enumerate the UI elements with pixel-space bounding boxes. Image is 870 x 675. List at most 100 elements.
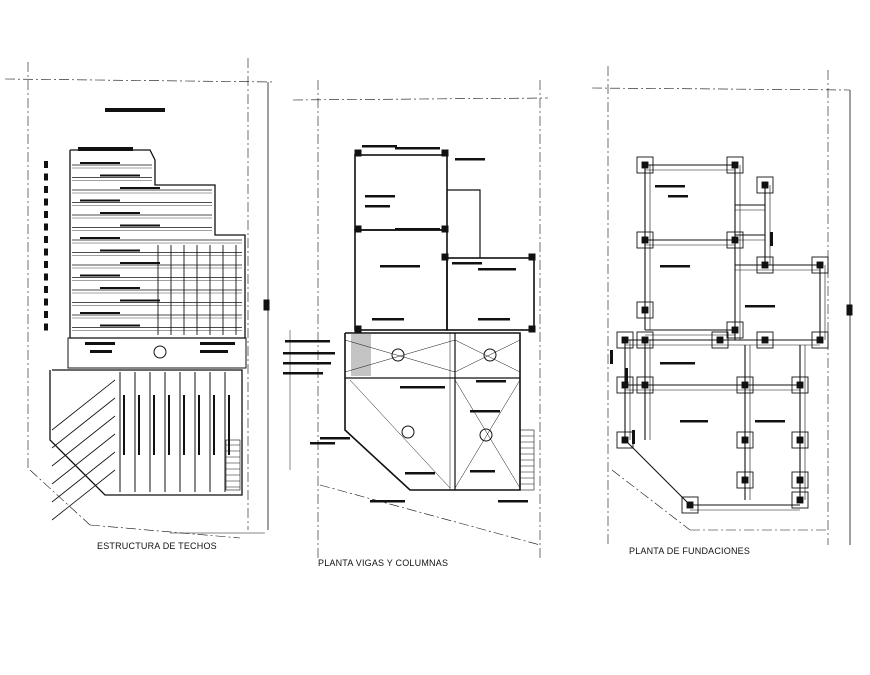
annotation-mark bbox=[755, 420, 785, 423]
joist-label-mark bbox=[44, 286, 48, 293]
joist-text-mark bbox=[100, 174, 140, 177]
annotation-mark bbox=[370, 500, 405, 503]
annotation-mark bbox=[610, 350, 613, 364]
column-footing bbox=[726, 321, 744, 339]
column-pedestal bbox=[761, 336, 769, 344]
annotation-mark bbox=[452, 262, 482, 265]
column-footing bbox=[636, 331, 654, 349]
column-footing bbox=[616, 331, 634, 349]
annotation-mark bbox=[478, 268, 516, 271]
annotation-mark bbox=[455, 158, 485, 161]
diagonal-joist bbox=[51, 415, 116, 467]
annotation-mark bbox=[283, 372, 323, 375]
joist-label-mark bbox=[44, 298, 48, 306]
column-pedestal bbox=[761, 261, 769, 269]
column-pedestal bbox=[716, 336, 724, 344]
column-footing bbox=[756, 176, 774, 194]
annotation-mark bbox=[380, 265, 420, 268]
annotation-mark bbox=[395, 147, 440, 150]
diagonal-joist bbox=[51, 379, 116, 431]
panel-title-beams-columns: PLANTA VIGAS Y COLUMNAS bbox=[318, 558, 449, 568]
joist-label-mark bbox=[44, 173, 48, 181]
annotation-mark bbox=[660, 265, 690, 268]
column-pedestal bbox=[621, 381, 629, 389]
joist-label-mark bbox=[44, 186, 48, 193]
joist-label-mark bbox=[44, 311, 48, 318]
column-pedestal bbox=[621, 336, 629, 344]
joist-text-mark bbox=[100, 324, 140, 327]
column-footing bbox=[756, 331, 774, 349]
annotation-mark bbox=[498, 500, 528, 503]
annotation-mark bbox=[310, 442, 335, 445]
column-pedestal bbox=[796, 496, 804, 504]
column-pedestal bbox=[731, 161, 739, 169]
annotation-mark bbox=[283, 352, 335, 355]
diagonal-joist bbox=[51, 451, 116, 503]
joist-text-mark bbox=[100, 287, 140, 289]
annotation-mark bbox=[365, 205, 390, 208]
column-footing bbox=[726, 156, 744, 174]
panel-title-foundations: PLANTA DE FUNDACIONES bbox=[629, 546, 751, 556]
annotation-mark bbox=[632, 430, 635, 444]
annotation-mark bbox=[470, 410, 500, 413]
joist-text-mark bbox=[120, 262, 160, 264]
column-footing bbox=[636, 301, 654, 319]
joist-text-mark bbox=[80, 199, 120, 202]
diagonal-joist bbox=[51, 469, 116, 521]
annotation-mark bbox=[395, 228, 440, 231]
panel-title-roof-structure: ESTRUCTURA DE TECHOS bbox=[97, 541, 217, 551]
annotation-mark bbox=[745, 305, 775, 308]
column-pedestal bbox=[796, 381, 804, 389]
diagonal-joist bbox=[51, 433, 116, 485]
column-footing bbox=[726, 231, 744, 249]
column-pedestal bbox=[796, 436, 804, 444]
annotation-mark bbox=[362, 145, 397, 148]
joist-label-mark bbox=[44, 223, 48, 231]
annotation-mark bbox=[478, 318, 510, 321]
foundations-plan bbox=[591, 66, 853, 545]
column-footing bbox=[636, 156, 654, 174]
column-pedestal bbox=[641, 161, 649, 169]
annotation-mark bbox=[283, 362, 331, 365]
joist-label-mark bbox=[44, 211, 48, 218]
joist-label-mark bbox=[44, 261, 48, 268]
column-pedestal bbox=[686, 501, 694, 509]
joist-text-mark bbox=[120, 299, 160, 302]
annotation-mark bbox=[320, 437, 350, 440]
annotation-mark bbox=[285, 340, 330, 343]
joist-text-mark bbox=[80, 162, 120, 164]
column-pedestal bbox=[741, 436, 749, 444]
column-footing bbox=[791, 376, 809, 394]
column-pedestal bbox=[741, 381, 749, 389]
rafter-label-mark bbox=[213, 395, 215, 455]
annotation-mark bbox=[655, 185, 685, 188]
joist-label-mark bbox=[44, 198, 48, 206]
rafter-label-mark bbox=[123, 395, 125, 455]
column-pedestal bbox=[621, 436, 629, 444]
joist-label-mark bbox=[44, 273, 48, 281]
column-footing bbox=[811, 256, 829, 274]
column-pedestal bbox=[741, 476, 749, 484]
column-pedestal bbox=[731, 236, 739, 244]
joist-text-mark bbox=[80, 274, 120, 277]
column-footing bbox=[791, 491, 809, 509]
annotation-mark bbox=[405, 472, 435, 475]
diagonal-joist bbox=[51, 397, 116, 449]
beams-columns-plan bbox=[283, 80, 549, 560]
column-footing bbox=[756, 256, 774, 274]
column-footing bbox=[791, 431, 809, 449]
column-footing bbox=[636, 376, 654, 394]
annotation-mark bbox=[668, 195, 688, 198]
joist-text-mark bbox=[80, 312, 120, 314]
column-footing bbox=[636, 231, 654, 249]
column-footing bbox=[736, 376, 754, 394]
column-pedestal bbox=[641, 306, 649, 314]
joist-text-mark bbox=[120, 224, 160, 227]
joist-text-mark bbox=[120, 187, 160, 189]
column-pedestal bbox=[641, 381, 649, 389]
annotation-mark bbox=[625, 368, 628, 382]
rafter-label-mark bbox=[183, 395, 185, 455]
annotation-mark bbox=[372, 318, 404, 321]
column-footing bbox=[736, 431, 754, 449]
